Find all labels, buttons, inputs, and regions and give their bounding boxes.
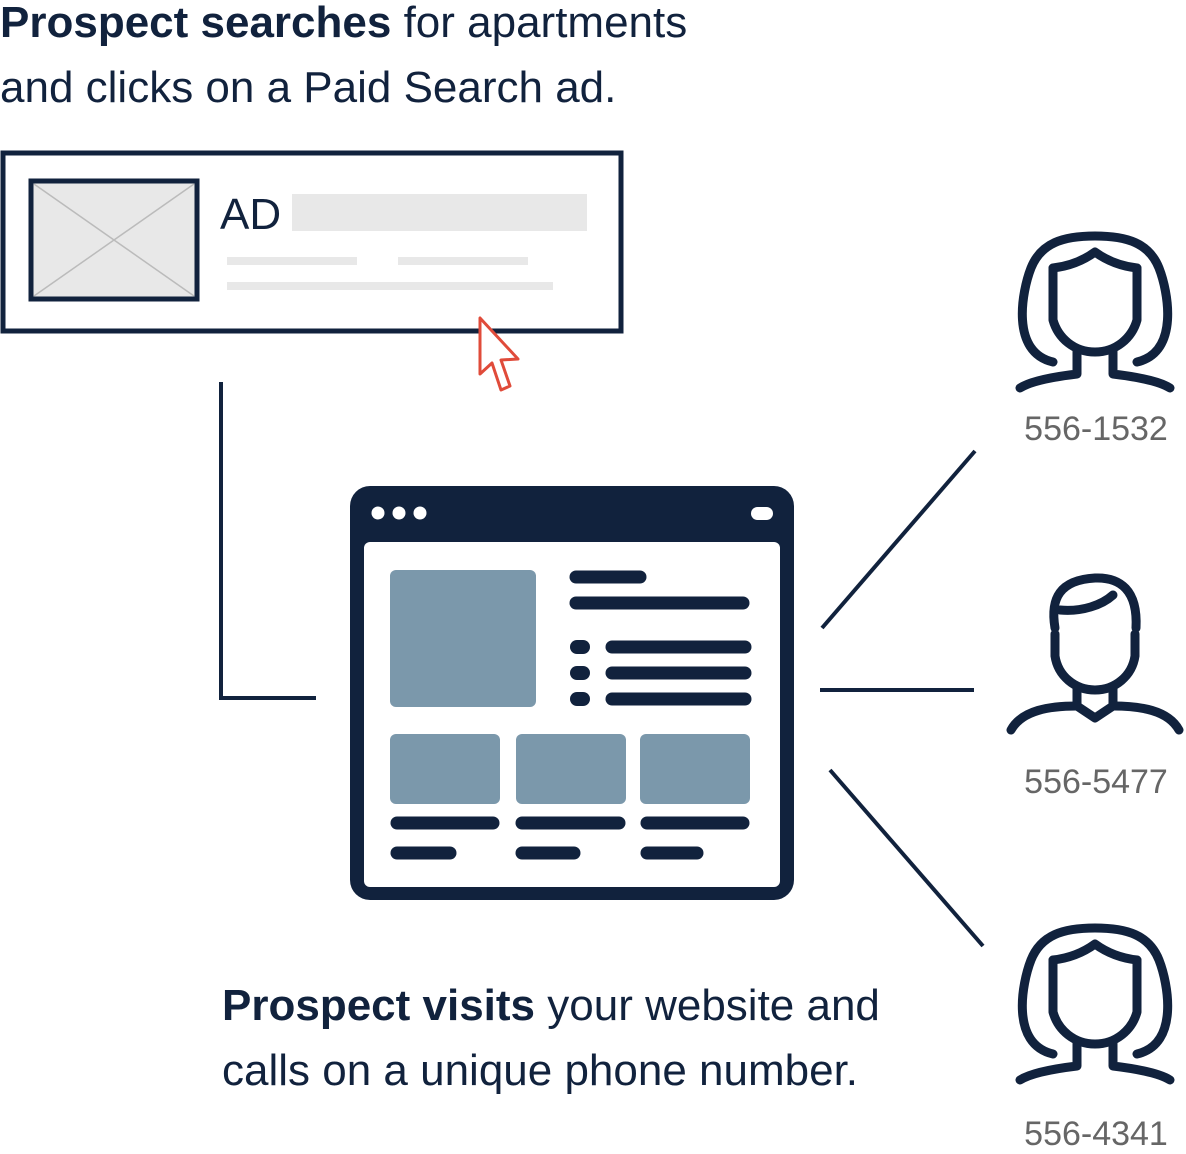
ad-to-website-connector xyxy=(219,382,316,700)
ad-title-placeholder xyxy=(292,194,587,231)
ad-text-placeholder xyxy=(227,257,357,265)
step-1-caption: Prospect searches for apartments and clic… xyxy=(0,0,820,120)
ad-text-placeholder xyxy=(227,282,553,290)
step-2-caption: Prospect visits your website and calls on… xyxy=(222,973,1022,1103)
male-user-icon xyxy=(1006,573,1184,735)
thumbnail-placeholder xyxy=(640,734,750,804)
thumbnail-placeholder xyxy=(390,734,500,804)
prospect-1-phone: 556-1532 xyxy=(1024,410,1168,448)
window-dot-icon xyxy=(413,506,427,520)
website-to-prospect-3-connector xyxy=(828,768,985,948)
step-1-bold: Prospect searches xyxy=(0,0,392,47)
window-control-icon xyxy=(751,507,773,520)
bullet-points xyxy=(570,640,590,706)
step-1-line-2: and clicks on a Paid Search ad. xyxy=(0,63,617,112)
window-dot-icon xyxy=(392,506,406,520)
search-ad-card: AD xyxy=(0,150,624,334)
hero-image-placeholder xyxy=(390,570,536,707)
prospect-3-phone: 556-4341 xyxy=(1024,1115,1168,1153)
step-1-rest: for apartments xyxy=(391,0,688,47)
thumbnail-placeholder xyxy=(516,734,626,804)
female-user-icon xyxy=(1015,231,1175,393)
website-browser-window xyxy=(350,486,794,900)
page-text-lines xyxy=(390,570,752,860)
ad-label: AD xyxy=(220,190,281,239)
female-user-icon xyxy=(1015,923,1175,1085)
step-2-bold: Prospect visits xyxy=(222,981,536,1030)
prospect-2-phone: 556-5477 xyxy=(1024,763,1168,801)
window-dot-icon xyxy=(371,506,385,520)
ad-text-placeholder xyxy=(398,257,528,265)
image-placeholder-icon xyxy=(28,178,200,302)
step-2-rest: your website and xyxy=(535,981,880,1030)
step-2-line-2: calls on a unique phone number. xyxy=(222,1046,859,1095)
website-to-prospect-1-connector xyxy=(820,449,977,630)
mouse-cursor-icon xyxy=(478,316,520,392)
